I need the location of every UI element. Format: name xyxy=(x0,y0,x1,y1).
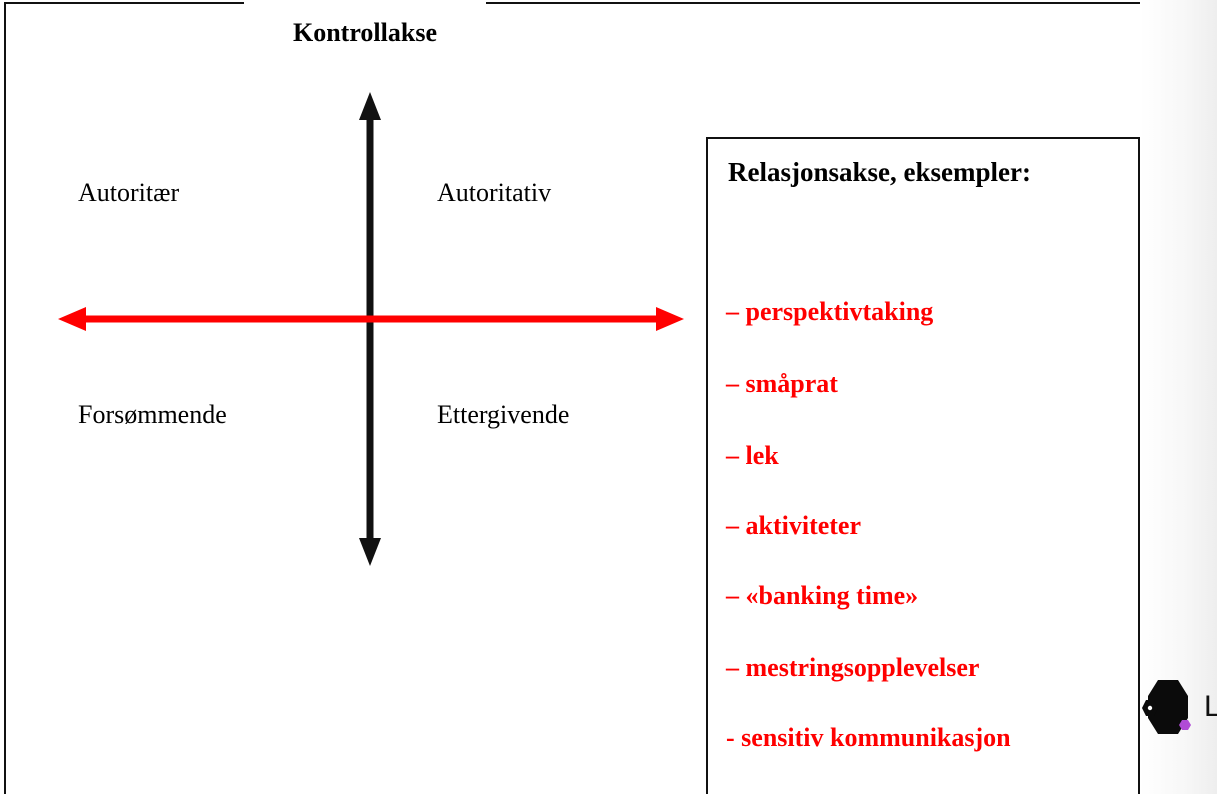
relation-item: – «banking time» xyxy=(726,581,919,610)
relation-item: – småprat xyxy=(726,369,838,398)
hexagon-logo-icon: L xyxy=(1140,678,1217,738)
relation-item: - sensitiv kommunikasjon xyxy=(726,723,1011,752)
relation-item: – aktiviteter xyxy=(726,511,862,540)
quadrant-top-left: Autoritær xyxy=(78,178,180,207)
quadrant-bottom-left: Forsømmende xyxy=(78,400,227,429)
frame-gap xyxy=(244,0,486,6)
logo-letter: L xyxy=(1204,690,1217,723)
diagram-title: Kontrollakse xyxy=(293,18,437,47)
control-axis-arrow xyxy=(359,92,381,566)
relation-box-title: Relasjonsakse, eksempler: xyxy=(728,157,1031,187)
relation-box: Relasjonsakse, eksempler: – perspektivta… xyxy=(706,137,1140,794)
right-shade xyxy=(1140,0,1217,794)
relation-axis-arrow xyxy=(58,307,684,331)
relation-item: – mestringsopplevelser xyxy=(726,653,980,682)
relation-item: – lek xyxy=(726,441,779,470)
quadrant-bottom-right: Ettergivende xyxy=(437,400,570,429)
quadrant-top-right: Autoritativ xyxy=(437,178,552,207)
relation-item: – perspektivtaking xyxy=(726,297,934,326)
